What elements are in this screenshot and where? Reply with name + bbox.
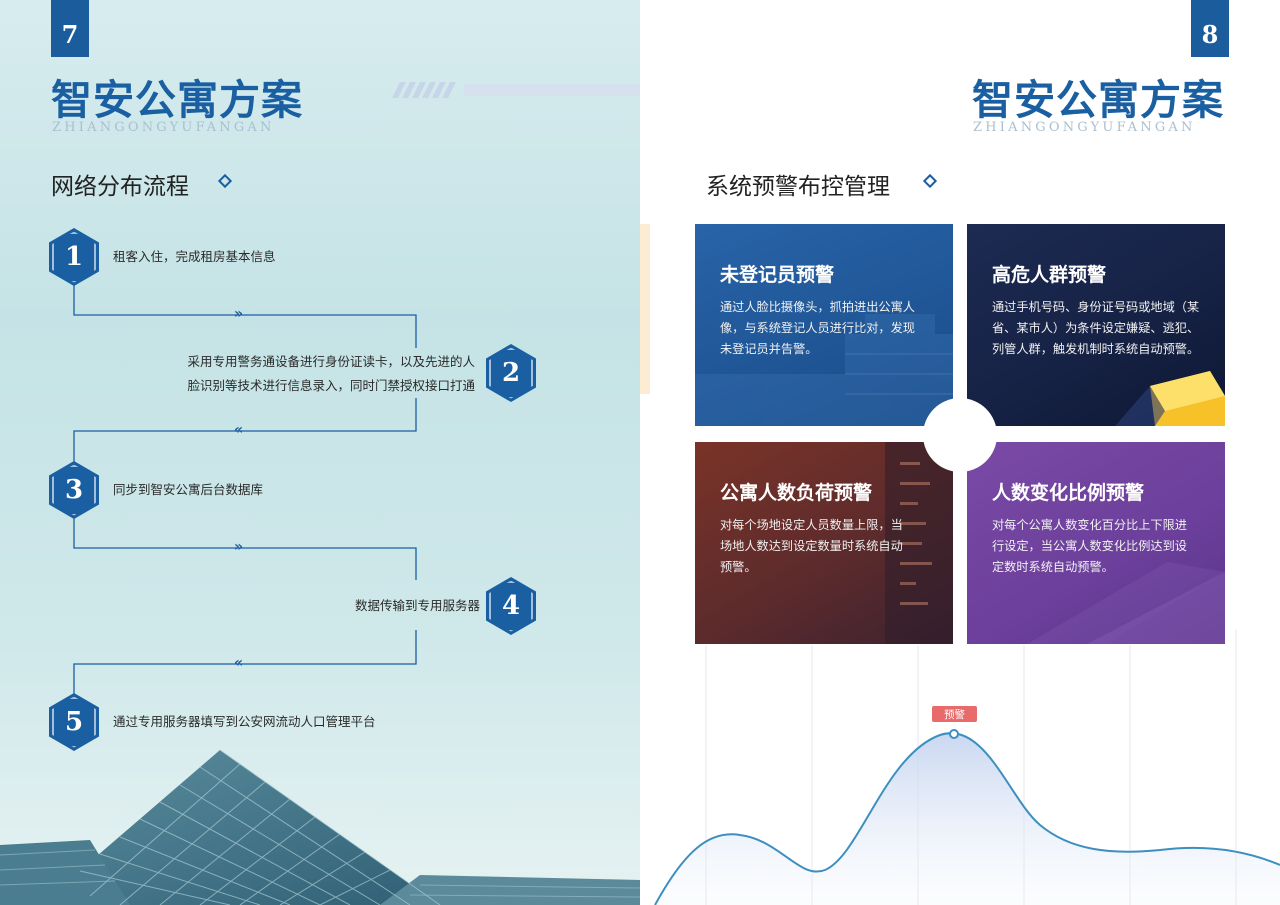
step-3-text: 同步到智安公寓后台数据库 xyxy=(113,482,264,497)
step-number: 5 xyxy=(52,696,96,748)
card-body: 通过人脸比摄像头，抓拍进出公寓人 像，与系统登记人员进行比对，发现 未登记员并告… xyxy=(720,297,929,360)
step-1-text: 租客入住，完成租房基本信息 xyxy=(113,249,276,264)
step-5-badge: 5 xyxy=(49,693,99,751)
card-line: 定数时系统自动预警。 xyxy=(992,560,1114,574)
arrow-left-icon: « xyxy=(234,655,243,671)
card-line: 列管人群，触发机制时系统自动预警。 xyxy=(992,342,1200,356)
card-line: 省、某市人）为条件设定嫌疑、逃犯、 xyxy=(992,321,1200,335)
card-load-warning: 公寓人数负荷预警 对每个场地设定人员数量上限，当 场地人数达到设定数量时系统自动… xyxy=(695,442,953,644)
building-illustration xyxy=(0,749,640,905)
arrow-right-icon: » xyxy=(234,306,243,322)
page-number: 7 xyxy=(51,0,89,57)
trend-curve-decoration xyxy=(654,630,1280,905)
cube-illustration xyxy=(1115,371,1225,426)
step-4-badge: 4 xyxy=(486,577,536,635)
card-body: 通过手机号码、身份证号码或地域（某 省、某市人）为条件设定嫌疑、逃犯、 列管人群… xyxy=(992,297,1201,360)
card-change-ratio-warning: 人数变化比例预警 对每个公寓人数变化百分比上下限进 行设定，当公寓人数变化比例达… xyxy=(967,442,1225,644)
card-line: 预警。 xyxy=(720,560,757,574)
page-title: 智安公寓方案 xyxy=(51,76,303,124)
card-high-risk-warning: 高危人群预警 通过手机号码、身份证号码或地域（某 省、某市人）为条件设定嫌疑、逃… xyxy=(967,224,1225,426)
page-subtitle: ZHIANGONGYUFANGAN xyxy=(52,120,275,135)
step-2-text-line1: 采用专用警务通设备进行身份证读卡，以及先进的人 xyxy=(187,354,475,369)
step-5-text: 通过专用服务器填写到公安网流动人口管理平台 xyxy=(113,714,376,729)
page-subtitle: ZHIANGONGYUFANGAN xyxy=(973,120,1196,135)
card-title: 公寓人数负荷预警 xyxy=(720,482,873,504)
card-title: 人数变化比例预警 xyxy=(992,482,1145,504)
card-line: 像，与系统登记人员进行比对，发现 xyxy=(720,321,915,335)
step-number: 2 xyxy=(489,347,533,399)
step-1-badge: 1 xyxy=(49,228,99,286)
card-line: 通过手机号码、身份证号码或地域（某 xyxy=(992,300,1200,314)
card-body: 对每个公寓人数变化百分比上下限进 行设定，当公寓人数变化比例达到设 定数时系统自… xyxy=(992,515,1201,578)
warning-point xyxy=(949,729,959,739)
center-circle-decoration xyxy=(923,398,997,472)
card-line: 行设定，当公寓人数变化比例达到设 xyxy=(992,539,1187,553)
decorative-bar xyxy=(640,224,650,394)
page-title: 智安公寓方案 xyxy=(972,76,1224,124)
section-title: 网络分布流程 xyxy=(51,174,189,200)
section-title: 系统预警布控管理 xyxy=(706,174,890,200)
card-title: 高危人群预警 xyxy=(992,264,1107,286)
card-body: 对每个场地设定人员数量上限，当 场地人数达到设定数量时系统自动 预警。 xyxy=(720,515,929,578)
card-title: 未登记员预警 xyxy=(720,264,835,286)
step-number: 4 xyxy=(489,580,533,632)
step-2-text-line2: 脸识别等技术进行信息录入，同时门禁授权接口打通 xyxy=(187,378,475,393)
arrow-right-icon: » xyxy=(234,539,243,555)
card-line: 对每个公寓人数变化百分比上下限进 xyxy=(992,518,1187,532)
card-unregistered-warning: 未登记员预警 通过人脸比摄像头，抓拍进出公寓人 像，与系统登记人员进行比对，发现… xyxy=(695,224,953,426)
diamond-icon xyxy=(922,173,938,189)
card-line: 对每个场地设定人员数量上限，当 xyxy=(720,518,903,532)
card-background-laptop xyxy=(1027,562,1225,644)
step-4-text: 数据传输到专用服务器 xyxy=(354,598,480,613)
warning-tag: 预警 xyxy=(932,706,977,722)
left-page: 7 智安公寓方案 ZHIANGONGYUFANGAN 网络分布流程 » « » … xyxy=(0,0,640,905)
card-line: 未登记员并告警。 xyxy=(720,342,818,356)
flow-connectors xyxy=(73,280,417,697)
step-2-text: 采用专用警务通设备进行身份证读卡，以及先进的人 脸识别等技术进行信息录入，同时门… xyxy=(170,350,475,398)
step-number: 3 xyxy=(52,464,96,516)
card-line: 场地人数达到设定数量时系统自动 xyxy=(720,539,903,553)
step-number: 1 xyxy=(52,231,96,283)
arrow-left-icon: « xyxy=(234,422,243,438)
card-line: 通过人脸比摄像头，抓拍进出公寓人 xyxy=(720,300,915,314)
page-number: 8 xyxy=(1191,0,1229,57)
right-page: 8 智安公寓方案 ZHIANGONGYUFANGAN 系统预警布控管理 未登记员… xyxy=(640,0,1280,905)
card-background-screen xyxy=(885,442,953,644)
